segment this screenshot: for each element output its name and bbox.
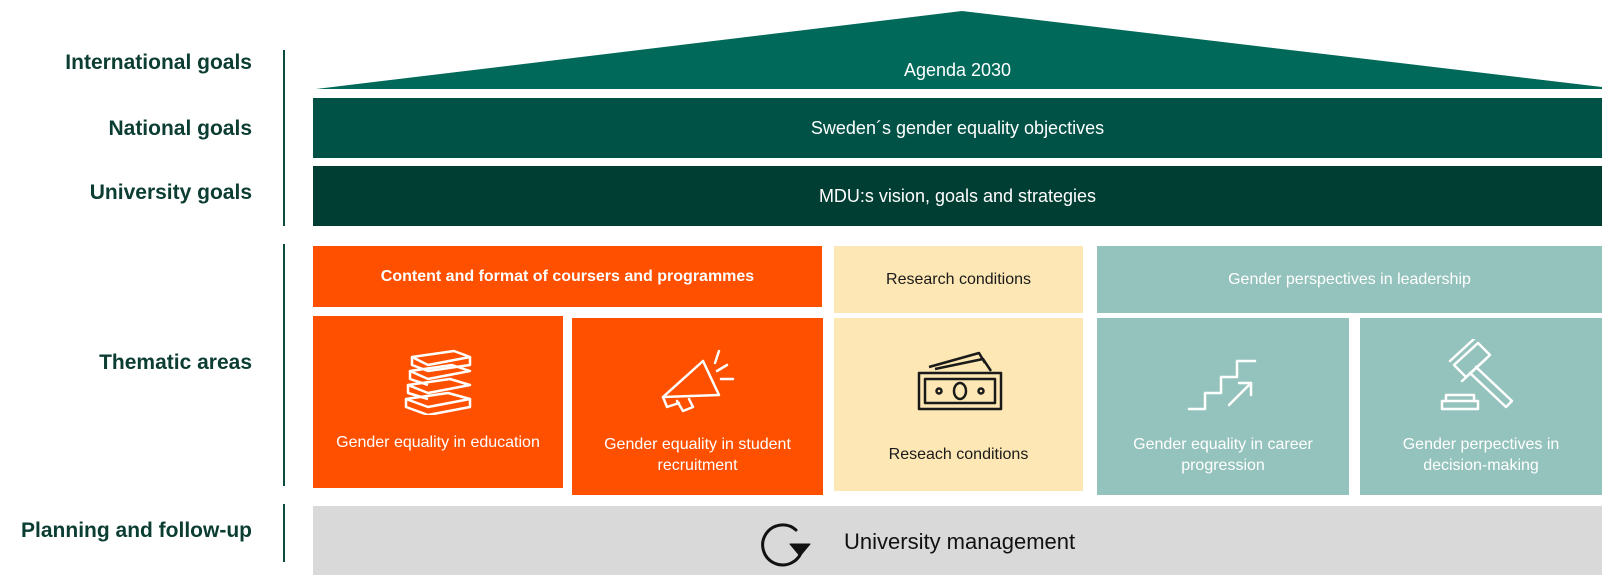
money-icon [911, 332, 1007, 428]
tile-research-text: Reseach conditions [888, 446, 1029, 463]
gavel-icon [1436, 332, 1526, 428]
national-goals-text: Sweden´s gender equality objectives [810, 117, 1105, 138]
label-international-goals: International goals [65, 51, 252, 74]
tile-career-text: Gender equality in career progression [1133, 436, 1313, 474]
separator-thematic [283, 244, 285, 486]
refresh-icon [752, 518, 816, 575]
separator-goals [283, 50, 285, 226]
university-goals-text: MDU:s vision, goals and strategies [818, 185, 1097, 206]
stairs-icon [1181, 332, 1265, 428]
label-national-goals: National goals [108, 117, 252, 140]
leadership-header: Gender perspectives in leadership [1097, 246, 1602, 313]
tile-decision: Gender perpectives in decision-making [1360, 318, 1602, 495]
tile-research: Reseach conditions [834, 318, 1083, 491]
university-management-band [313, 506, 1602, 575]
university-management-text: University management [844, 529, 1076, 554]
agenda-roof [316, 11, 1602, 89]
national-goals-band: Sweden´s gender equality objectives [313, 98, 1602, 158]
tile-career: Gender equality in career progression [1097, 318, 1349, 495]
tile-recruitment-text: Gender equality in student recruitment [604, 436, 791, 474]
leadership-header-text: Gender perspectives in leadership [1228, 271, 1471, 288]
education-header-text: Content and format of coursers and progr… [380, 268, 755, 285]
label-university-goals: University goals [89, 181, 252, 204]
label-planning-follow-up: Planning and follow-up [21, 519, 252, 542]
label-thematic-areas: Thematic areas [99, 351, 252, 374]
books-icon [398, 330, 478, 426]
separator-planning [283, 504, 285, 562]
research-header: Research conditions [834, 246, 1083, 313]
tile-decision-text: Gender perpectives in decision-making [1402, 436, 1560, 474]
education-header: Content and format of coursers and progr… [313, 246, 822, 307]
research-header-text: Research conditions [886, 271, 1031, 288]
university-goals-band: MDU:s vision, goals and strategies [313, 166, 1602, 226]
tile-education-text: Gender equality in education [336, 434, 540, 451]
tile-education: Gender equality in education [313, 316, 563, 488]
megaphone-icon [653, 332, 743, 428]
tile-recruitment: Gender equality in student recruitment [572, 318, 823, 495]
agenda-2030-label: Agenda 2030 [903, 60, 1012, 80]
